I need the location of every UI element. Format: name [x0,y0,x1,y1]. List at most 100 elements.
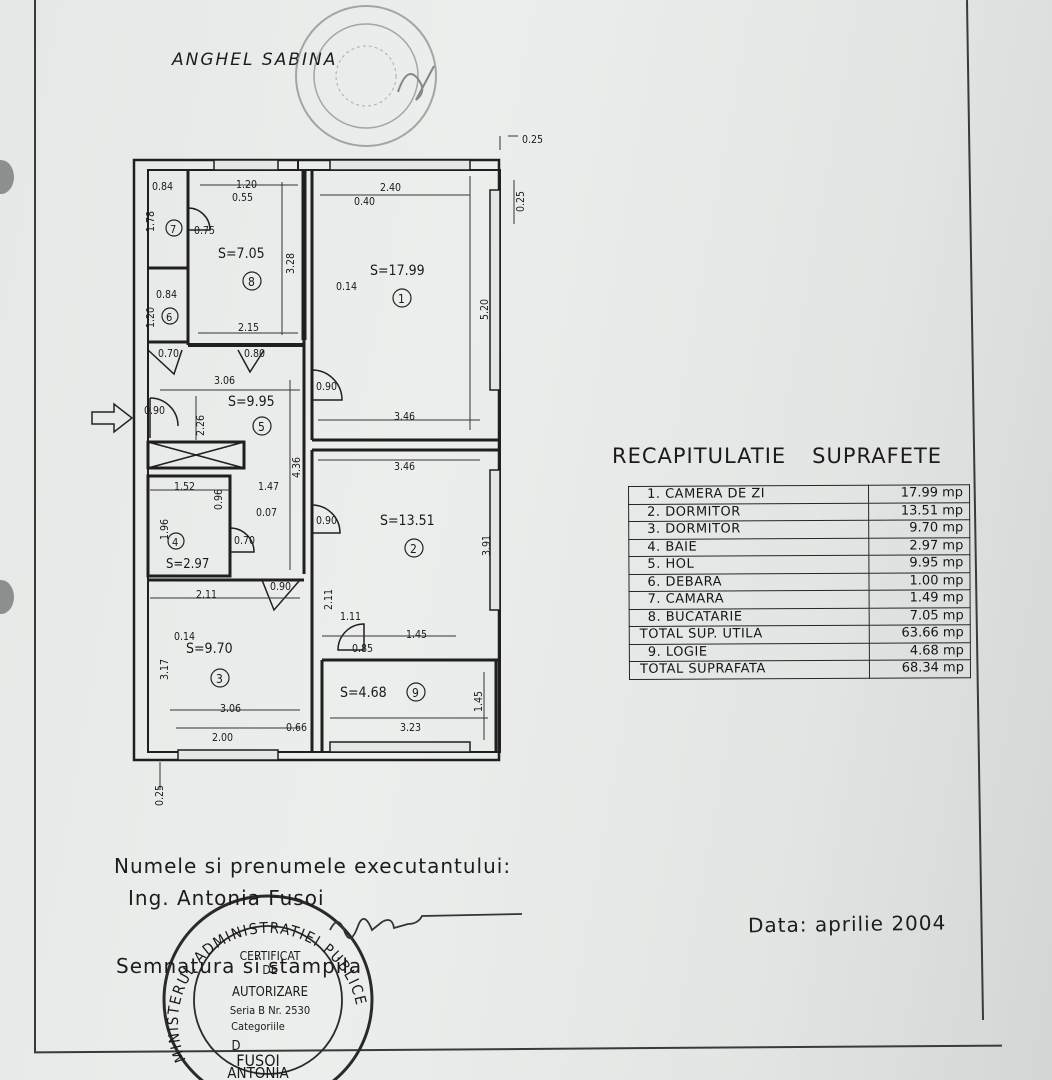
room-9-area: S=4.68 [340,685,387,701]
room-5-number: 5 [258,420,265,434]
svg-text:0.90: 0.90 [316,515,337,527]
row-label: TOTAL SUPRAFATA [629,660,870,679]
svg-text:3.46: 3.46 [394,461,415,473]
owner-name: ANGHEL SABINA [172,50,338,70]
row-value: 2.97 mp [868,537,970,556]
svg-text:1.20: 1.20 [236,179,257,191]
room-5-area: S=9.95 [228,394,275,410]
svg-text:0.80: 0.80 [244,348,265,360]
svg-text:0.07: 0.07 [256,507,277,519]
svg-text:1.78: 1.78 [145,211,157,232]
svg-text:0.14: 0.14 [336,281,357,293]
svg-text:0.25: 0.25 [154,785,166,806]
svg-text:3.06: 3.06 [214,375,235,387]
room-labels: S=17.99 1 S=13.51 2 S=9.70 3 4 S=2.97 S=… [161,219,435,702]
svg-text:3.06: 3.06 [220,703,241,715]
row-label: 2. DORMITOR [628,502,869,522]
svg-text:1.45: 1.45 [406,629,427,641]
svg-text:0.70: 0.70 [158,348,179,360]
row-label: 4. BAIE [628,537,869,557]
executant-heading: Numele si prenumele executantului: [114,854,512,878]
recap-title-word1: RECAPITULATIE [612,444,787,468]
room-3-area: S=9.70 [186,641,233,657]
stamp-line8: ANTONIA [227,1064,289,1080]
svg-text:0.66: 0.66 [286,722,307,734]
row-label: 3. DORMITOR [628,520,869,539]
svg-text:0.75: 0.75 [194,225,215,237]
room-3-number: 3 [216,672,223,686]
row-label: 1. CAMERA DE ZI [628,485,869,504]
svg-text:0.96: 0.96 [213,489,225,510]
entrance-arrow-icon [91,402,134,434]
stamp-line4: Seria B Nr. 2530 [230,1004,310,1017]
room-8-area: S=7.05 [218,246,265,262]
room-9-number: 9 [412,686,419,700]
svg-text:5.20: 5.20 [479,299,491,320]
recap-title-word2: SUPRAFETE [812,444,943,468]
svg-text:3.46: 3.46 [394,411,415,423]
stamp-line1: CERTIFICAT [240,949,301,963]
svg-text:0.25: 0.25 [522,134,543,146]
svg-text:4.36: 4.36 [291,457,303,478]
room-1-number: 1 [398,292,405,306]
svg-text:3.91: 3.91 [481,535,493,556]
room-2-area: S=13.51 [380,513,435,529]
room-8-number: 8 [248,275,255,289]
svg-text:0.90: 0.90 [316,381,337,393]
svg-text:2.15: 2.15 [238,322,259,334]
row-value: 4.68 mp [869,642,971,661]
svg-text:0.84: 0.84 [156,289,177,301]
row-label: 6. DEBARA [628,572,870,592]
punch-hole [0,160,14,194]
row-value: 17.99 mp [868,484,970,503]
svg-text:0.14: 0.14 [174,631,195,643]
svg-text:3.17: 3.17 [159,659,171,680]
row-value: 9.70 mp [868,519,970,538]
svg-text:0.70: 0.70 [234,535,255,547]
svg-text:2.00: 2.00 [212,732,233,744]
executant-name: Ing. Antonia Fusoi [128,886,325,910]
room-7-number: 7 [170,223,176,236]
walls [132,158,501,762]
svg-text:1.45: 1.45 [473,691,485,712]
row-label: 8. BUCATARIE [629,607,870,627]
row-label: 5. HOL [628,555,869,574]
svg-text:1.11: 1.11 [340,611,361,623]
room-4-number: 4 [172,536,178,549]
row-value: 1.49 mp [869,589,971,608]
punch-hole [0,580,14,614]
svg-text:2.26: 2.26 [195,415,207,436]
svg-text:0.25: 0.25 [515,191,527,212]
date-text: Data: aprilie 2004 [747,910,947,938]
svg-text:1.96: 1.96 [159,519,171,540]
svg-text:3.23: 3.23 [400,722,421,734]
svg-text:1.20: 1.20 [145,307,157,328]
row-value: 68.34 mp [869,659,971,678]
row-label: TOTAL SUP. UTILA [629,625,870,644]
svg-text:0.84: 0.84 [152,181,173,193]
row-value: 7.05 mp [869,607,971,626]
svg-text:0.40: 0.40 [354,196,375,208]
dimension-lines [150,135,518,790]
dimension-values: 0.25 0.25 0.84 1.20 0.55 2.40 0.40 1.78 … [144,134,543,806]
room-4-area: S=2.97 [166,557,209,572]
stamp-line3: AUTORIZARE [232,985,308,1000]
svg-text:2.40: 2.40 [380,182,401,194]
owner-stamp [295,5,437,147]
svg-text:1.47: 1.47 [258,481,279,493]
svg-text:2.11: 2.11 [323,589,335,610]
row-label: 7. CAMARA [629,590,870,609]
stamp-line6: D [231,1039,240,1054]
